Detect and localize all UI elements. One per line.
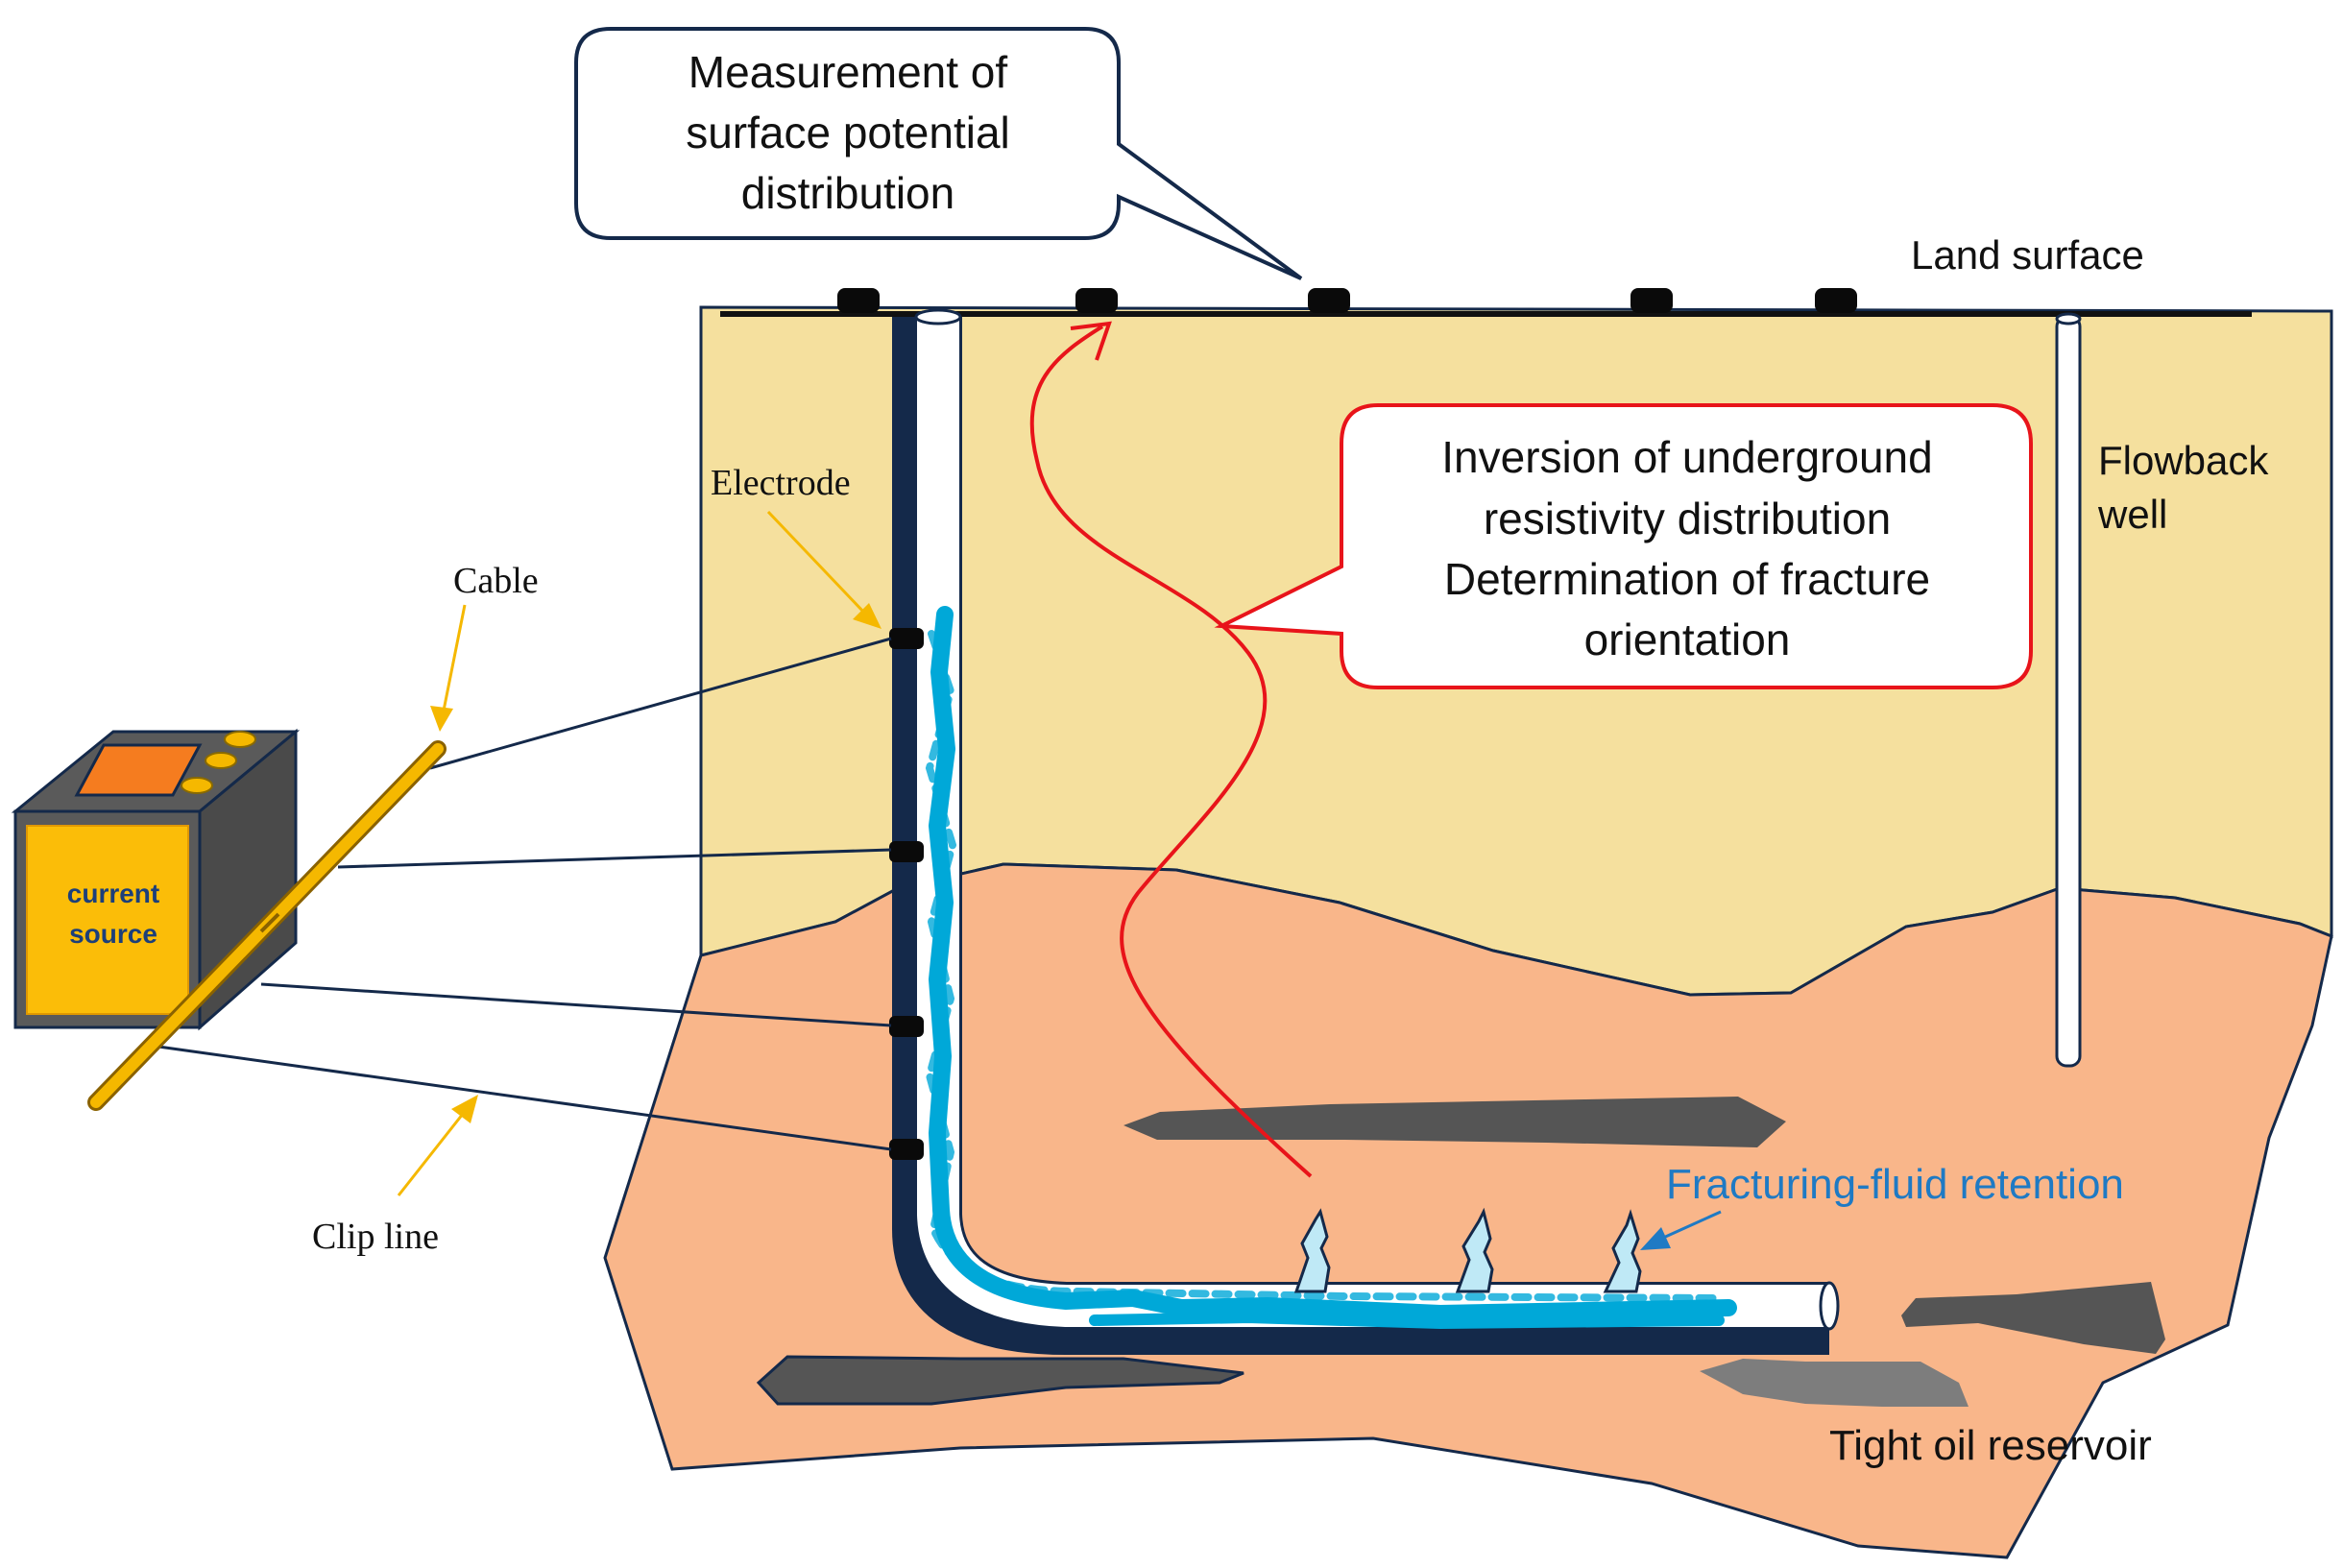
inversion-callout-line3: Determination of fracture xyxy=(1444,554,1930,604)
surface-electrode xyxy=(1815,288,1857,313)
fracturing-fluid-pointer-head xyxy=(1640,1227,1671,1250)
current-source-label-line1: current xyxy=(67,879,159,908)
fracturing-fluid-pointer xyxy=(1660,1210,1722,1241)
current-source-label-line2: source xyxy=(69,919,157,949)
terminal-knob xyxy=(205,752,237,769)
clip-line-pointer-head xyxy=(451,1095,478,1123)
downhole-electrode xyxy=(889,841,924,862)
inversion-callout-line4: orientation xyxy=(1584,615,1791,664)
fracturing-fluid-texture xyxy=(1089,1311,1725,1330)
dark-lens-right xyxy=(1901,1282,2165,1354)
inversion-callout-box xyxy=(1214,403,2033,689)
cable-label: Cable xyxy=(453,561,539,601)
terminal-knob xyxy=(181,777,213,794)
surface-electrode xyxy=(1075,288,1118,313)
horizontal-well-end xyxy=(1819,1281,1840,1331)
cable-pointer-head xyxy=(430,706,453,732)
wire-to-electrode-2 xyxy=(337,848,892,869)
current-source-box: current source xyxy=(11,728,301,1031)
inversion-callout-line1: Inversion of underground xyxy=(1441,432,1932,482)
signal-path-arrowhead xyxy=(1070,321,1112,361)
cable-pointer xyxy=(442,604,467,712)
flowback-well xyxy=(2055,315,2082,1068)
injection-well-top xyxy=(914,308,962,326)
surface-electrode xyxy=(1308,288,1350,313)
wire-to-electrode-3 xyxy=(260,982,892,1027)
clip-line-label: Clip line xyxy=(312,1217,439,1257)
surface-callout-line1: Measurement of xyxy=(688,47,1008,97)
display-icon xyxy=(74,743,203,797)
surface-callout-line3: distribution xyxy=(741,168,954,218)
fracturing-fluid-label: Fracturing-fluid retention xyxy=(1666,1161,2124,1208)
downhole-electrode xyxy=(889,1016,924,1037)
fracturing-fluid-retention xyxy=(929,606,1737,1322)
flowback-well-top xyxy=(2055,312,2082,326)
inversion-callout-line2: resistivity distribution xyxy=(1484,494,1891,543)
dark-lens-lower-left xyxy=(756,1355,1244,1406)
signal-path-arrow xyxy=(1029,325,1313,1178)
reservoir-label: Tight oil reservoir xyxy=(1829,1422,2152,1469)
wire-to-electrode-4 xyxy=(157,1045,892,1151)
electrode-pointer xyxy=(766,510,866,615)
electrode-label: Electrode xyxy=(711,463,851,503)
surface-electrode xyxy=(1630,288,1673,313)
grey-lens xyxy=(1700,1359,1969,1407)
current-source-panel xyxy=(26,825,189,1015)
surface-callout-line2: surface potential xyxy=(686,108,1010,157)
cable-gap xyxy=(259,912,280,933)
injection-well-shadow xyxy=(892,317,1829,1355)
dark-lens-upper xyxy=(1123,1097,1786,1147)
fracturing-fluid-texture xyxy=(925,630,1723,1302)
terminal-knob xyxy=(224,731,256,748)
flowback-well-label-line1: Flowback xyxy=(2098,438,2269,483)
fracture xyxy=(1293,1208,1331,1293)
flowback-well-label-line2: well xyxy=(2097,492,2167,537)
clip-line-pointer xyxy=(397,1113,465,1196)
downhole-electrode xyxy=(889,1139,924,1160)
downhole-electrode xyxy=(889,628,924,649)
land-surface-label: Land surface xyxy=(1911,232,2144,277)
fracture xyxy=(1603,1209,1642,1293)
surface-electrode xyxy=(837,288,880,313)
electrode-pointer-head xyxy=(853,603,882,629)
surface-callout-box xyxy=(574,27,1303,280)
wire-to-electrode-1 xyxy=(429,637,892,770)
fracture xyxy=(1455,1207,1494,1293)
